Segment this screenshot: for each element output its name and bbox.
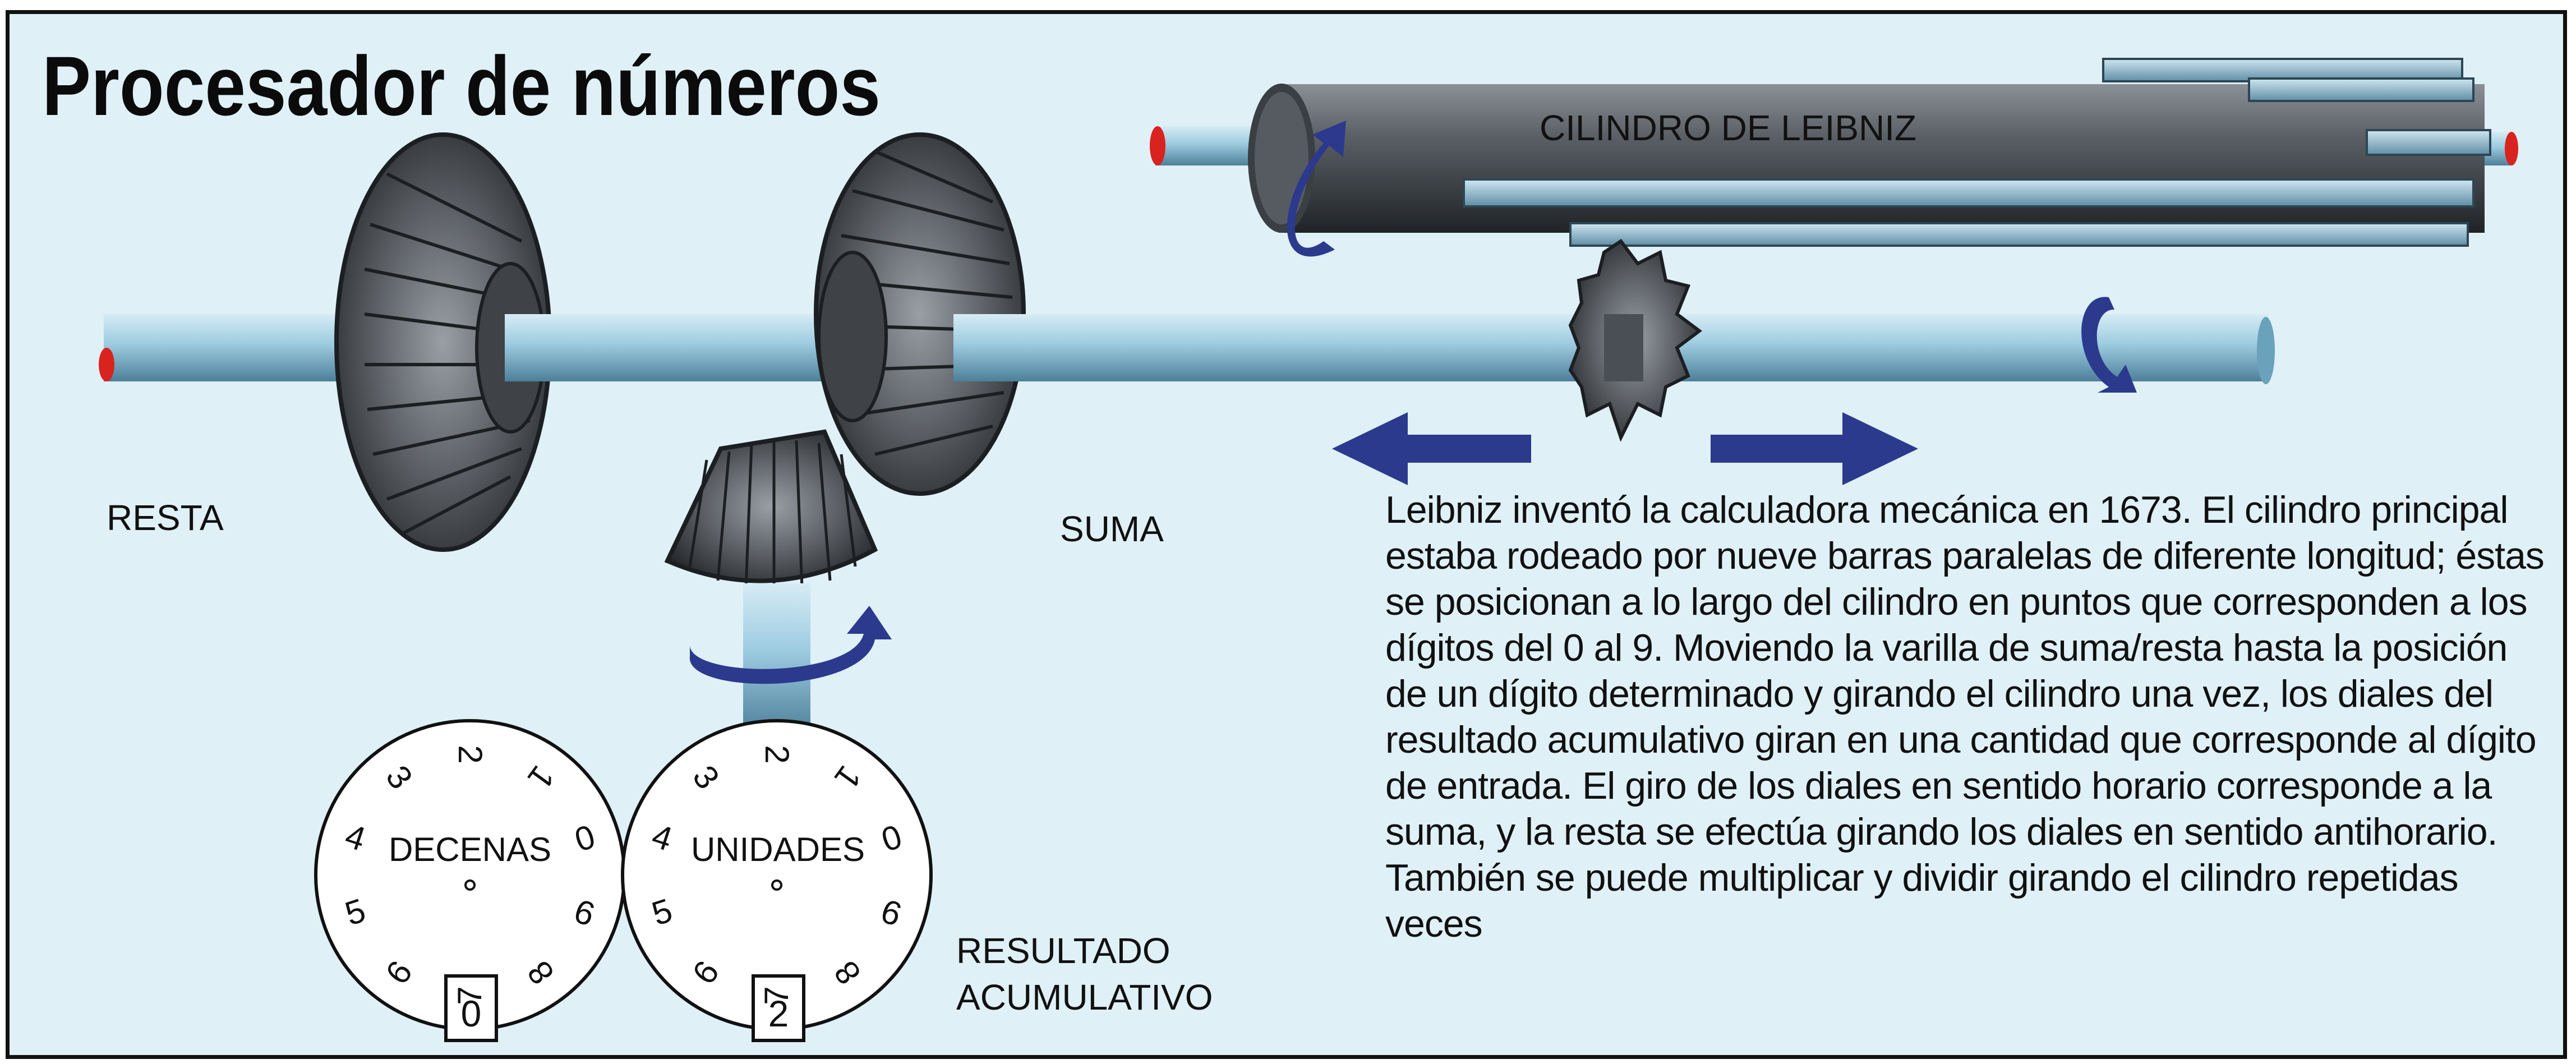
slide-right-arrow-icon — [1711, 412, 1918, 485]
dial-label: UNIDADES — [691, 831, 865, 868]
dial-digit: 2 — [451, 745, 489, 763]
shaft-rotation-arrow-icon — [689, 606, 892, 684]
gear-shaft — [505, 314, 852, 381]
result-label-line1: RESULTADO — [956, 931, 1171, 971]
rotation-arrow-icon — [1287, 121, 1346, 257]
pinion-gear — [1568, 238, 1702, 442]
dial-digit: 2 — [758, 745, 796, 763]
description-text: Leibniz inventó la calculadora mecánica … — [1385, 489, 2545, 945]
dial-window — [752, 974, 805, 1042]
dial-digit: 7 — [451, 986, 489, 1005]
add-label: SUMA — [1060, 509, 1164, 549]
dial-shaft — [743, 583, 810, 735]
dial-digit: 7 — [758, 986, 795, 1005]
dial-center-icon — [771, 879, 782, 891]
rotation-arrow-icon — [2081, 297, 2137, 393]
page-title: Procesador de números — [42, 39, 881, 133]
dial-window-value: 2 — [768, 993, 789, 1034]
cylinder-label: CILINDRO DE LEIBNIZ — [1540, 108, 1916, 148]
dial-label: DECENAS — [389, 831, 551, 868]
rod-end-icon — [2505, 132, 2518, 165]
subtract-label: RESTA — [107, 498, 224, 538]
bottom-bevel-gear — [664, 429, 878, 590]
result-label-line2: ACUMULATIVO — [956, 977, 1213, 1017]
leibniz-cylinder — [1150, 58, 2518, 257]
rod-end-icon — [99, 348, 114, 381]
slide-left-arrow-icon — [1332, 412, 1531, 485]
dial-window-value: 0 — [461, 993, 482, 1034]
right-bevel-gear — [814, 132, 1026, 496]
dial-center-icon — [464, 879, 476, 891]
rod-end-icon — [1150, 126, 1165, 165]
dial-window — [444, 974, 498, 1042]
